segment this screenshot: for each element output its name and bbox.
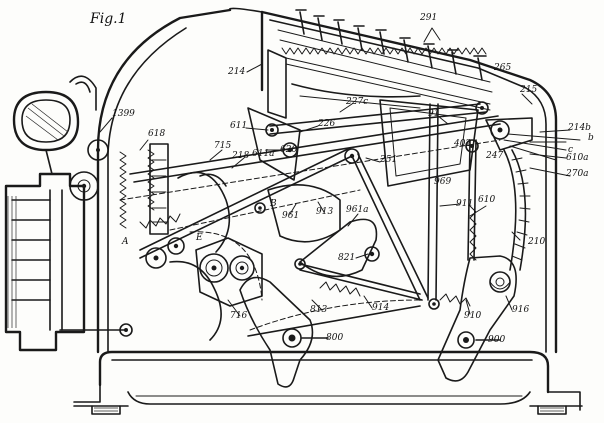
- label-1399: 1399: [112, 109, 135, 119]
- label-247: 247: [486, 151, 504, 161]
- label-800: 800: [326, 333, 344, 343]
- label-715: 715: [214, 141, 232, 151]
- label-E: E: [196, 233, 203, 243]
- label-911: 911: [456, 199, 474, 209]
- lower-lever-800: [239, 276, 329, 388]
- label-270a: 270a: [566, 169, 589, 179]
- label-218: 218: [232, 151, 250, 161]
- label-618: 618: [148, 129, 166, 139]
- left-gear-cluster: [145, 143, 266, 341]
- leader-lines: [99, 27, 571, 317]
- label-A: A: [122, 237, 129, 247]
- center-pawl-plate: [247, 184, 423, 337]
- label-910: 910: [464, 311, 482, 321]
- label-265: 265: [494, 63, 512, 73]
- label-215: 215: [520, 85, 538, 95]
- right-pivot-cluster: [485, 117, 581, 161]
- label-716: 716: [230, 311, 248, 321]
- springs: [119, 149, 477, 307]
- label-961a: 961a: [346, 205, 369, 215]
- label-610: 610: [478, 195, 496, 205]
- label-b: b: [588, 133, 594, 143]
- base-tray: [73, 350, 583, 415]
- label-251: 251: [380, 155, 398, 165]
- label-B: B: [270, 199, 277, 209]
- label-610a: 610a: [566, 153, 589, 163]
- print-head-left: [4, 75, 133, 352]
- label-969: 969: [434, 177, 452, 187]
- label-291: 291: [420, 13, 438, 23]
- label-402: 402: [454, 139, 472, 149]
- upper-linkage: [247, 49, 489, 187]
- label-210: 210: [528, 237, 546, 247]
- label-961: 961: [282, 211, 300, 221]
- figure-title: Fig.1: [90, 11, 127, 27]
- label-214b: 214b: [568, 123, 591, 133]
- label-914: 914: [372, 303, 390, 313]
- label-611: 611: [230, 121, 248, 131]
- label-227c: 227c: [346, 97, 369, 107]
- label-813: 813: [310, 305, 328, 315]
- label-91: 91: [428, 109, 440, 119]
- right-lever-900: [427, 103, 517, 382]
- label-611a: 611a: [252, 149, 275, 159]
- label-214: 214: [228, 67, 246, 77]
- label-900: 900: [488, 335, 506, 345]
- label-226: 226: [318, 119, 336, 129]
- label-821: 821: [338, 253, 356, 263]
- label-c: c: [568, 145, 574, 155]
- label-913: 913: [316, 207, 334, 217]
- right-sector-210: [503, 149, 531, 271]
- right-housing: [260, 9, 558, 354]
- label-620: 620: [280, 145, 298, 155]
- label-916: 916: [512, 305, 530, 315]
- rear-frame: [96, 7, 263, 354]
